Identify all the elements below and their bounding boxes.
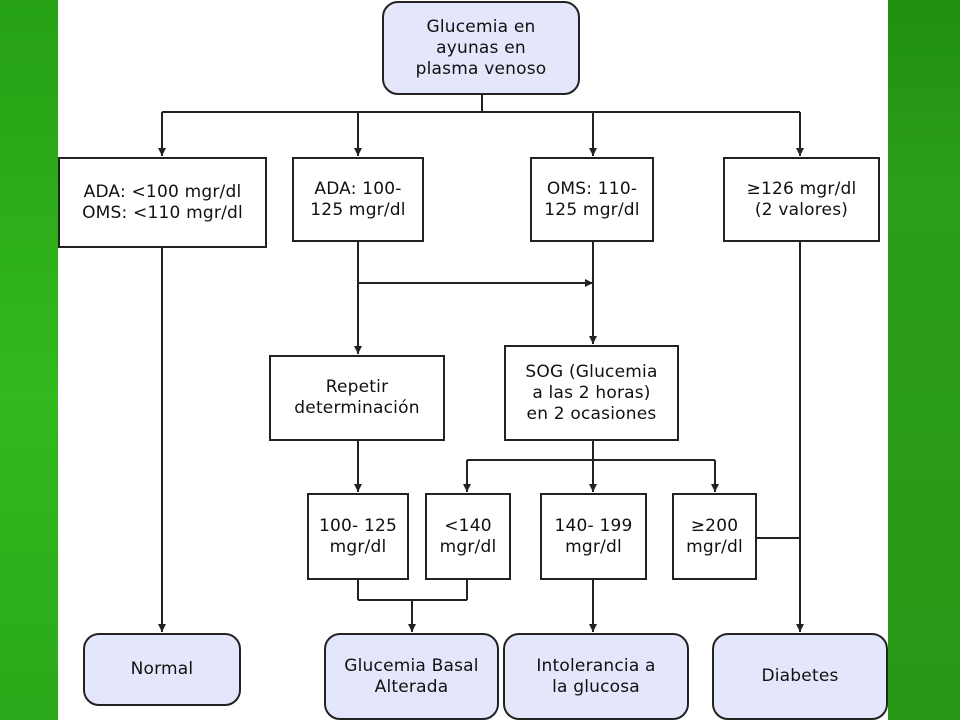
criteria-ada-node: ADA: 100- 125 mgr/dl	[292, 157, 424, 242]
slide-background-left	[0, 0, 58, 720]
outcome-diabetes-node: Diabetes	[712, 633, 888, 720]
root-node: Glucemia en ayunas en plasma venoso	[382, 1, 580, 95]
criteria-normal-node: ADA: <100 mgr/dl OMS: <110 mgr/dl	[58, 157, 267, 248]
criteria-oms-node: OMS: 110- 125 mgr/dl	[530, 157, 654, 242]
result-140-199-node: 140- 199 mgr/dl	[540, 493, 647, 580]
repetir-node: Repetir determinación	[269, 355, 445, 441]
slide-background-right	[888, 0, 960, 720]
result-lt140-node: <140 mgr/dl	[425, 493, 511, 580]
diagram-canvas	[58, 0, 888, 720]
result-100-125-node: 100- 125 mgr/dl	[307, 493, 409, 580]
outcome-normal-node: Normal	[83, 633, 241, 706]
outcome-intolerancia-node: Intolerancia a la glucosa	[503, 633, 689, 720]
outcome-gba-node: Glucemia Basal Alterada	[324, 633, 499, 720]
result-ge200-node: ≥200 mgr/dl	[672, 493, 757, 580]
criteria-high-node: ≥126 mgr/dl (2 valores)	[723, 157, 880, 242]
sog-node: SOG (Glucemia a las 2 horas) en 2 ocasio…	[504, 345, 679, 441]
